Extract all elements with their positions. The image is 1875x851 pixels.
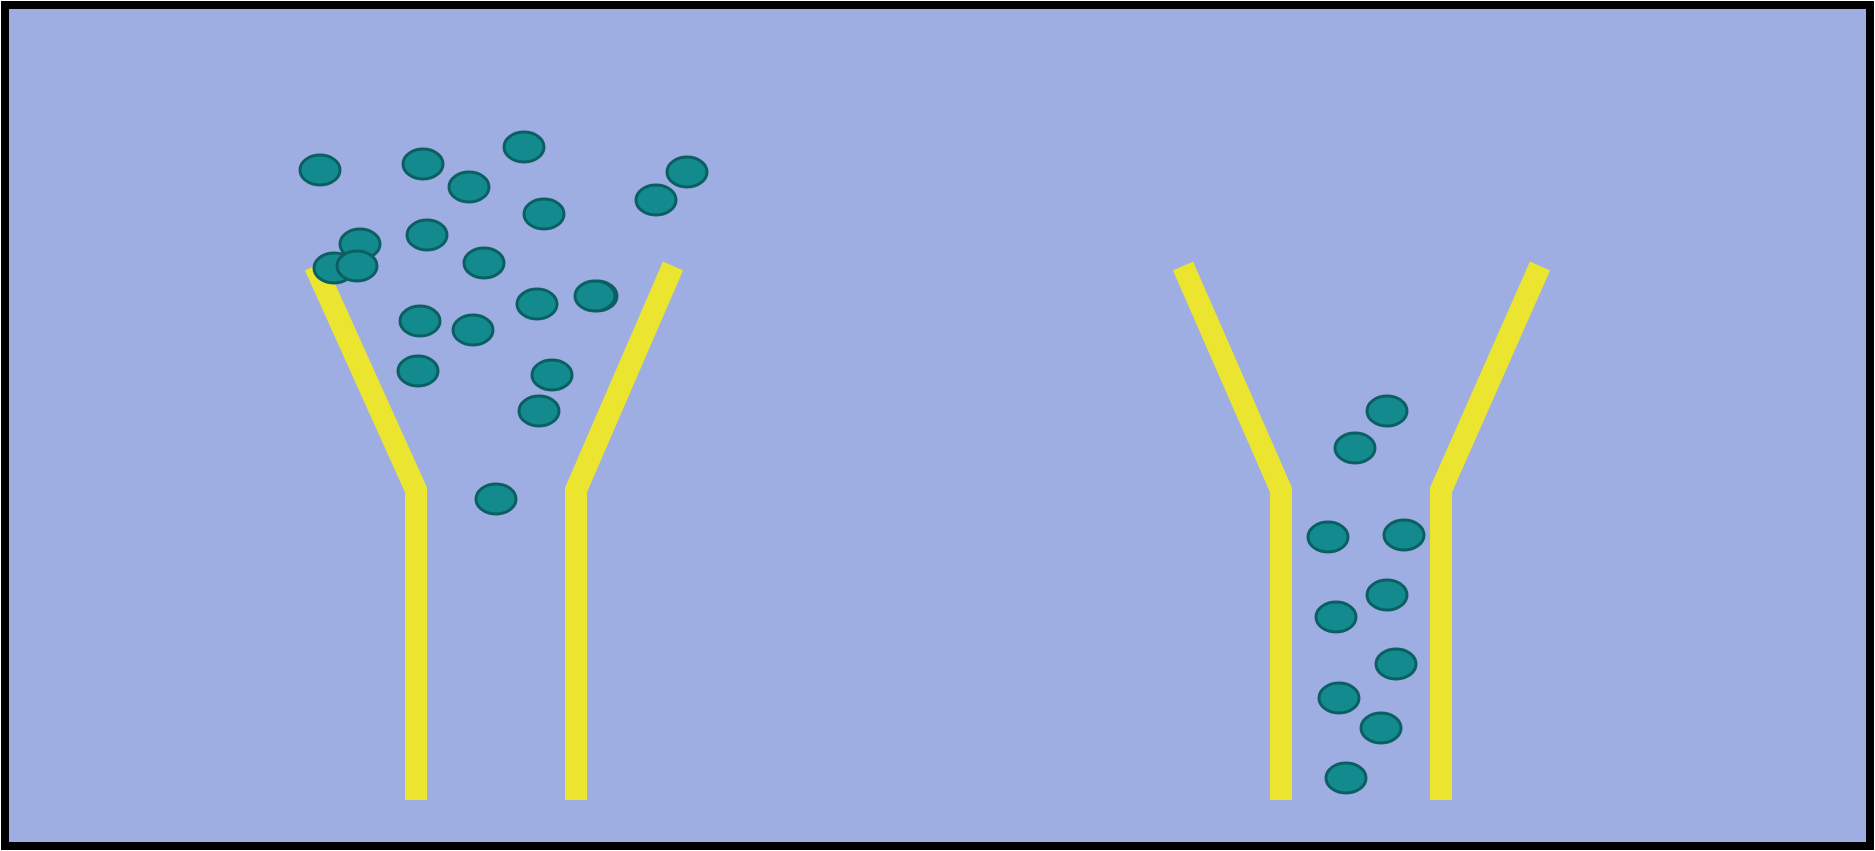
funnel-left-particle xyxy=(504,132,544,162)
funnel-left-particle xyxy=(476,484,516,514)
funnel-right-particle xyxy=(1326,763,1366,793)
funnel-left-particle xyxy=(337,251,377,281)
funnel-right-particle xyxy=(1384,520,1424,550)
funnel-left-particle xyxy=(453,315,493,345)
diagram-background xyxy=(5,5,1870,846)
funnel-right-particle xyxy=(1319,683,1359,713)
funnel-left-particle xyxy=(407,220,447,250)
funnel-left-particle xyxy=(667,157,707,187)
funnel-left-particle xyxy=(403,149,443,179)
funnel-right-particle xyxy=(1367,580,1407,610)
funnel-right-particle xyxy=(1308,522,1348,552)
funnel-right-particle xyxy=(1376,649,1416,679)
funnel-left-particle xyxy=(517,289,557,319)
funnel-left-particle xyxy=(532,360,572,390)
funnel-right-particle xyxy=(1335,433,1375,463)
funnel-left-particle xyxy=(519,396,559,426)
funnel-right-particle xyxy=(1367,396,1407,426)
funnel-left-particle xyxy=(400,306,440,336)
funnel-right-particle xyxy=(1361,713,1401,743)
funnel-left-particle xyxy=(398,356,438,386)
funnel-left-particle xyxy=(300,155,340,185)
funnel-right-particle xyxy=(1316,602,1356,632)
funnel-left-particle xyxy=(464,248,504,278)
funnel-left-particle xyxy=(524,199,564,229)
funnel-left-particle xyxy=(449,172,489,202)
funnel-left-particle xyxy=(636,185,676,215)
funnel-left-particle xyxy=(575,281,615,311)
